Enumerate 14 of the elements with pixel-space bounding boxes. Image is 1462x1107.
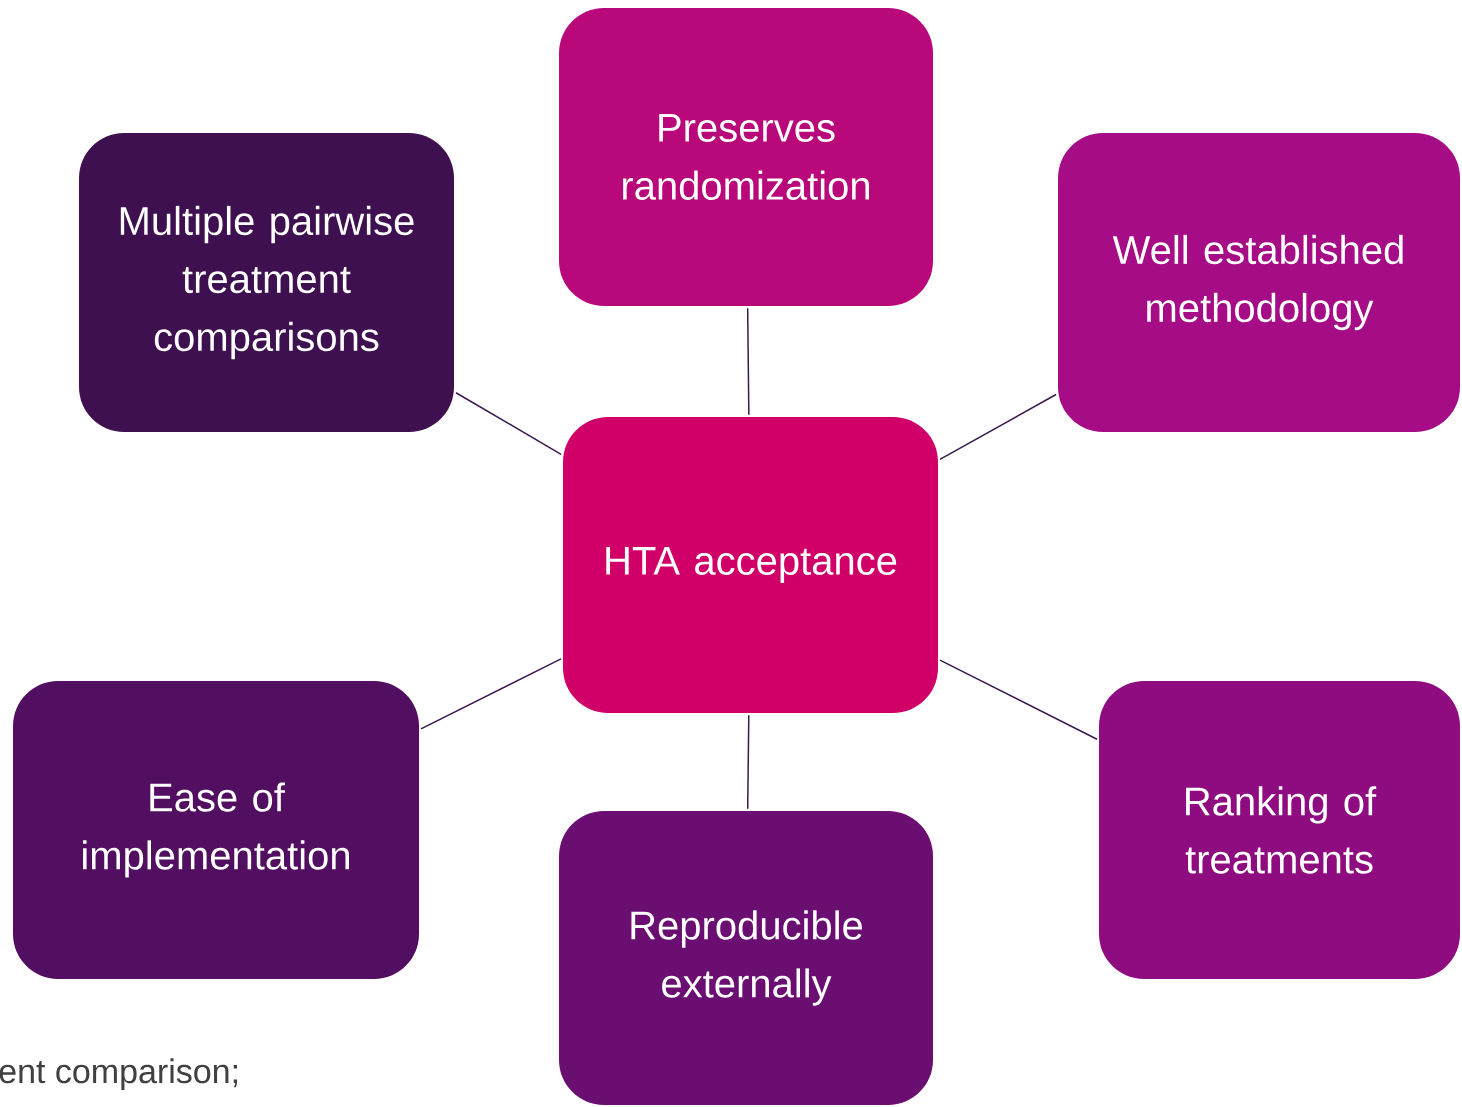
connector-line [746,307,750,416]
connector-line [455,392,562,456]
footnote-text: ent comparison; [0,1058,237,1091]
rounded-box: Preserves randomization [559,8,933,306]
rounded-box: Ease of implementation [13,681,419,979]
connector-line [420,658,562,730]
rounded-box: Reproducible externally [559,811,933,1105]
rounded-box: Well established methodology [1058,133,1460,432]
rounded-box: Ranking of treatments [1099,681,1460,979]
connector-line [746,714,750,810]
rounded-box: Multiple pairwise treatment comparisons [79,133,454,432]
rounded-box: HTA acceptance [563,417,938,713]
connector-line [939,659,1098,740]
connector-line [939,393,1057,461]
